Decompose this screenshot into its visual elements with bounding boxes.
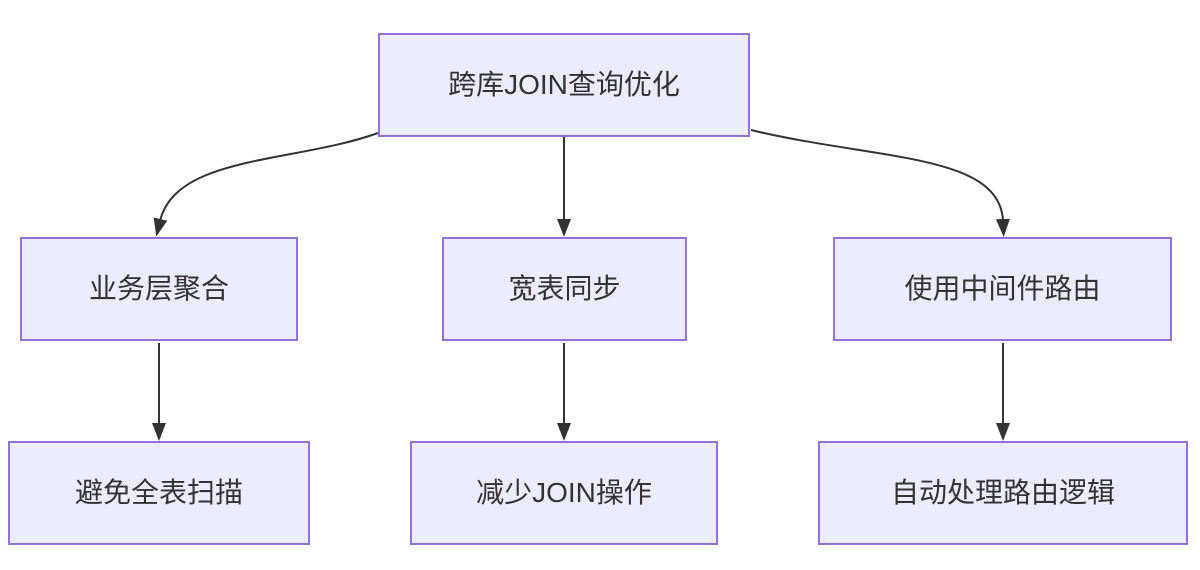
node-label: 跨库JOIN查询优化 bbox=[448, 69, 680, 101]
node-avoid-full-table-scan: 避免全表扫描 bbox=[8, 441, 310, 545]
edge-root-to-mid-right bbox=[750, 129, 1010, 237]
node-business-layer-aggregation: 业务层聚合 bbox=[20, 237, 298, 341]
node-label: 自动处理路由逻辑 bbox=[890, 477, 1115, 509]
edge-root-to-mid-left bbox=[153, 132, 379, 237]
node-label: 宽表同步 bbox=[508, 273, 621, 305]
node-cross-db-join-optimization: 跨库JOIN查询优化 bbox=[378, 33, 750, 137]
node-middleware-routing: 使用中间件路由 bbox=[833, 237, 1172, 341]
node-wide-table-sync: 宽表同步 bbox=[442, 237, 687, 341]
node-label: 避免全表扫描 bbox=[74, 477, 243, 509]
node-auto-routing-logic: 自动处理路由逻辑 bbox=[818, 441, 1188, 545]
node-label: 减少JOIN操作 bbox=[476, 477, 652, 509]
node-reduce-join-operations: 减少JOIN操作 bbox=[410, 441, 718, 545]
node-label: 使用中间件路由 bbox=[904, 273, 1101, 305]
node-label: 业务层聚合 bbox=[88, 273, 229, 305]
